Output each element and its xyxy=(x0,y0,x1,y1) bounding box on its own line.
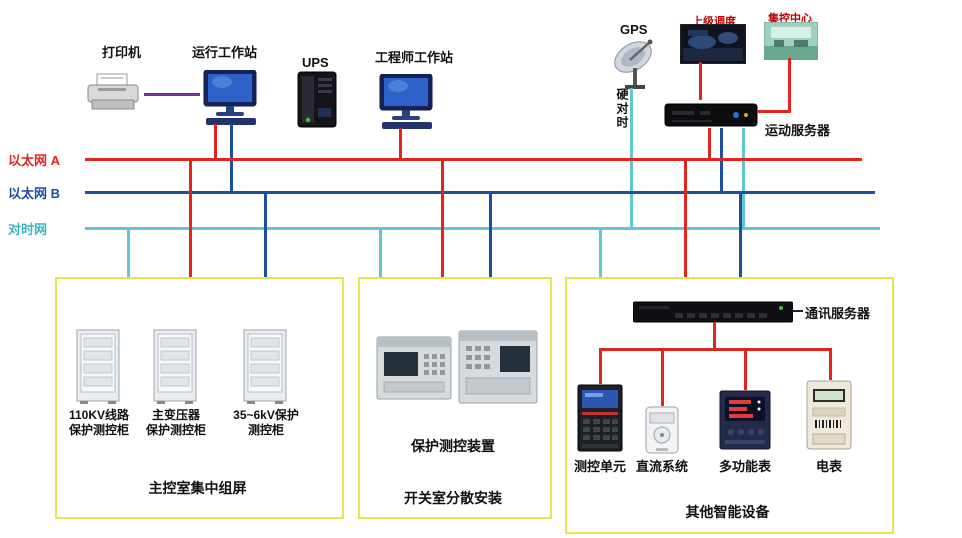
left-box-bus-b-drop-line xyxy=(264,193,267,277)
left-box-time-drop-line xyxy=(127,229,130,277)
mid-box-caption: 开关室分散安装 xyxy=(404,490,502,506)
measure-control-unit-label: 测控单元 xyxy=(573,459,626,474)
engineer-workstation-icon xyxy=(374,73,440,135)
cabinet-transformer-label-line1: 主变压器 xyxy=(151,408,200,422)
protection-cabinet-35kv-icon xyxy=(242,328,288,411)
ethernet-a-bus-label: 以太网 A xyxy=(8,153,61,168)
tree-drop-energy-meter-line xyxy=(829,348,832,380)
hard-time-sync-label: 硬对时 xyxy=(615,88,629,130)
printer-icon xyxy=(82,72,144,119)
tree-drop-dc-system-line xyxy=(661,348,664,406)
right-box-caption: 其他智能设备 xyxy=(685,504,770,520)
engineer-ws-to-bus-a-line xyxy=(399,128,402,158)
left-box-caption: 主控室集中组屏 xyxy=(148,480,247,496)
right-box-time-drop-line xyxy=(599,229,602,277)
comm-server-tree-bar-line xyxy=(599,348,832,351)
server-to-bus-a-line xyxy=(708,128,711,158)
comm-server-icon xyxy=(632,300,794,329)
tree-drop-measure-unit-line xyxy=(599,348,602,384)
protection-device-2-icon xyxy=(458,330,538,409)
comm-server-tree-stem-line xyxy=(713,322,716,348)
cabinet-110kv-label: 110KV线路 保护测控柜 xyxy=(56,408,142,438)
cabinet-transformer-label: 主变压器 保护测控柜 xyxy=(140,408,212,438)
ups-label: UPS xyxy=(302,55,329,70)
protection-device-1-icon xyxy=(376,336,452,405)
operator-ws-to-bus-b-line xyxy=(230,124,233,191)
energy-meter-label: 电表 xyxy=(815,459,842,474)
cabinet-110kv-label-line2: 保护测控柜 xyxy=(68,423,129,437)
right-box-bus-a-drop-line xyxy=(684,160,687,277)
printer-link-line xyxy=(144,93,200,96)
printer-label: 打印机 xyxy=(102,45,142,60)
multifunction-meter-label: 多功能表 xyxy=(718,459,771,474)
dc-system-label: 直流系统 xyxy=(635,459,688,474)
time-sync-bus-line xyxy=(85,227,880,230)
cabinet-transformer-label-line2: 保护测控柜 xyxy=(145,423,206,437)
protection-cabinet-transformer-icon xyxy=(152,328,198,411)
gps-antenna-icon xyxy=(606,36,666,97)
operator-workstation-icon xyxy=(198,69,264,131)
cabinet-110kv-label-line1: 110KV线路 xyxy=(68,408,130,422)
telecontrol-server-label: 运动服务器 xyxy=(765,123,831,138)
engineer-workstation-label: 工程师工作站 xyxy=(375,50,454,65)
gps-to-time-net-line xyxy=(630,88,633,227)
cabinet-35kv-label: 35~6kV保护 测控柜 xyxy=(224,408,308,438)
ethernet-b-bus-label: 以太网 B xyxy=(8,186,61,201)
comm-server-label-pointer-line xyxy=(793,310,803,312)
measure-control-unit-icon xyxy=(577,384,623,457)
central-control-to-server-line xyxy=(788,58,791,112)
operator-ws-to-bus-a-line xyxy=(214,124,217,158)
central-control-photo xyxy=(763,21,819,65)
central-control-server-elbow-line xyxy=(757,110,791,113)
energy-meter-icon xyxy=(806,380,852,455)
time-sync-bus-label: 对时网 xyxy=(8,222,48,237)
superior-dispatch-photo xyxy=(679,23,747,69)
multifunction-meter-icon xyxy=(719,390,771,455)
protection-cabinet-110kv-icon xyxy=(75,328,121,411)
tree-drop-multifunction-meter-line xyxy=(744,348,747,390)
operator-workstation-label: 运行工作站 xyxy=(192,45,258,60)
gps-label: GPS xyxy=(620,22,648,37)
ethernet-a-bus-line xyxy=(85,158,862,161)
ups-icon xyxy=(288,70,346,135)
comm-server-label: 通讯服务器 xyxy=(805,306,871,321)
right-box-bus-b-drop-line xyxy=(739,193,742,277)
dispatch-to-server-line xyxy=(699,62,702,100)
mid-box-time-drop-line xyxy=(379,229,382,277)
cabinet-35kv-label-line2: 测控柜 xyxy=(247,423,284,437)
ethernet-b-bus-line xyxy=(85,191,875,194)
left-box-bus-a-drop-line xyxy=(189,160,192,277)
server-to-time-net-line xyxy=(742,128,745,227)
cabinet-35kv-label-line1: 35~6kV保护 xyxy=(233,408,299,422)
mid-box-device-label: 保护测控装置 xyxy=(411,438,495,454)
mid-box-bus-b-drop-line xyxy=(489,193,492,277)
dc-system-icon xyxy=(645,406,679,459)
mid-box-bus-a-drop-line xyxy=(441,160,444,277)
telecontrol-server-icon xyxy=(664,100,758,135)
